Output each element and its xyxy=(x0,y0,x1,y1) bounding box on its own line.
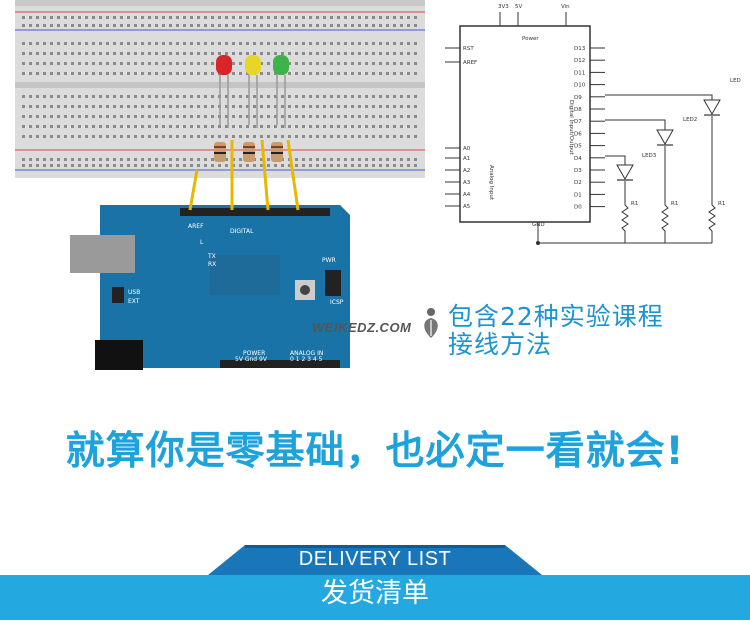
pwr-label: PWR xyxy=(322,257,336,264)
power-label: Power xyxy=(522,36,539,42)
aref-label: AREF xyxy=(188,223,204,230)
led-red xyxy=(216,55,232,128)
arduino-board: AREF DIGITAL L TX RX PWR USB EXT ICSP PO… xyxy=(70,205,350,370)
right-pin-d2: D2 xyxy=(574,180,582,186)
power-pins-label: 5V Gnd 9V xyxy=(235,356,268,363)
right-pin-d8: D8 xyxy=(574,107,582,113)
right-pin-d7: D7 xyxy=(574,119,582,125)
delivery-list-title: DELIVERY LIST xyxy=(298,548,452,570)
promo-line-2: 接线方法 xyxy=(448,330,553,359)
tx-led-label: TX xyxy=(207,253,216,260)
right-pin-d6: D6 xyxy=(574,131,582,137)
left-pin-aref: AREF xyxy=(463,60,477,66)
analog-input-label: Analog Input xyxy=(488,165,494,201)
breadboard-holes xyxy=(22,16,417,167)
breadboard-arduino-figure: AREF DIGITAL L TX RX PWR USB EXT ICSP PO… xyxy=(15,0,425,370)
resistors xyxy=(214,142,283,162)
left-pin-a4: A4 xyxy=(463,192,471,198)
led-yellow xyxy=(245,55,261,128)
right-pin-d11: D11 xyxy=(574,70,585,76)
led2-label: LED2 xyxy=(683,117,697,123)
rx-led-label: RX xyxy=(208,261,216,268)
led3-label: LED3 xyxy=(642,153,657,159)
pin-vin: Vin xyxy=(561,4,570,10)
left-pin-rst: RST xyxy=(463,46,474,52)
pin-5v: 5V xyxy=(515,4,522,10)
power-label: POWER xyxy=(243,350,265,357)
ext-label: EXT xyxy=(128,298,140,305)
r1-label-a: R1 xyxy=(718,201,725,207)
right-pin-d12: D12 xyxy=(574,58,585,64)
usb-label: USB xyxy=(128,289,140,296)
leaf-logo-icon xyxy=(424,308,438,338)
analog-in-label: ANALOG IN xyxy=(290,350,323,357)
r1-label-b: R1 xyxy=(671,201,678,207)
pin-3v3: 3V3 xyxy=(498,4,509,10)
left-pin-a1: A1 xyxy=(463,156,470,162)
jumper-wires xyxy=(188,139,300,211)
right-pin-d1: D1 xyxy=(574,192,582,198)
left-pin-a3: A3 xyxy=(463,180,471,186)
led-green xyxy=(273,55,289,128)
left-pin-a0: A0 xyxy=(463,146,471,152)
right-pin-d5: D5 xyxy=(574,144,582,150)
right-pin-d0: D0 xyxy=(574,205,582,211)
analog-pins-label: 0 1 2 3 4 5 xyxy=(290,356,323,363)
r1-label-c: R1 xyxy=(631,201,638,207)
digital-label: DIGITAL xyxy=(230,228,254,235)
led-label: LED xyxy=(730,78,741,84)
digital-io-label: Digital Input/Output xyxy=(568,100,574,156)
right-pin-d10: D10 xyxy=(574,83,586,89)
delivery-list-title-cn: 发货清单 xyxy=(321,578,429,609)
right-pin-d13: D13 xyxy=(574,46,586,52)
headline: 就算你是零基础，也必定一看就会! xyxy=(65,429,685,474)
delivery-banner xyxy=(0,545,750,620)
left-pin-a5: A5 xyxy=(463,204,471,210)
icsp-label: ICSP xyxy=(330,299,344,306)
left-pin-a2: A2 xyxy=(463,168,470,174)
l-label: L xyxy=(200,239,204,246)
circuit-schematic: 3V3 5V Vin Power GND RSTAREFA0A1A2A3A4A5… xyxy=(445,4,741,245)
right-pin-d9: D9 xyxy=(574,95,582,101)
watermark: WEIKEDZ.COM xyxy=(312,308,442,342)
watermark-text: WEIKEDZ.COM xyxy=(312,320,412,335)
right-pin-d3: D3 xyxy=(574,168,582,174)
promo-line-1: 包含22种实验课程 xyxy=(448,302,664,331)
right-pin-d4: D4 xyxy=(574,156,582,162)
